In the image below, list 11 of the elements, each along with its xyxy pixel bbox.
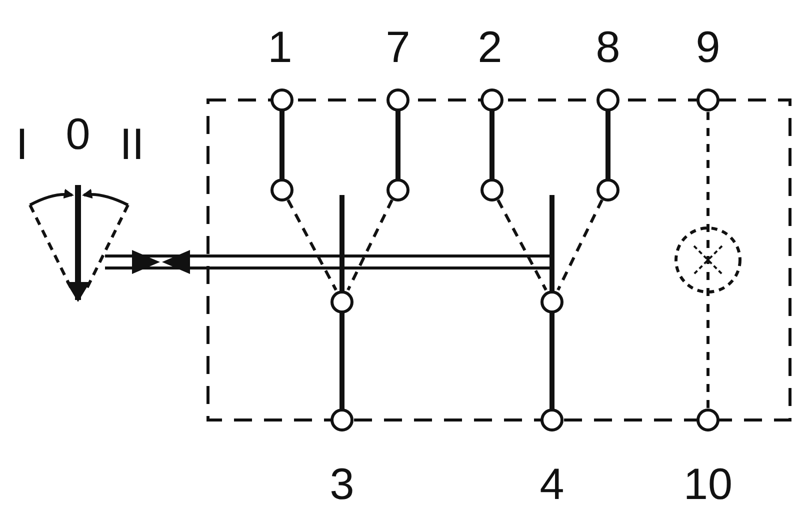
terminal-number: 9 <box>696 26 720 70</box>
switch-position-label: 0 <box>66 113 90 157</box>
terminal-number: 7 <box>386 26 410 70</box>
terminal-number: 8 <box>596 26 620 70</box>
switch-position-label: II <box>120 123 144 167</box>
terminal-number: 10 <box>684 463 732 507</box>
terminal-number: 2 <box>478 26 502 70</box>
switch-position-label: I <box>16 123 28 167</box>
terminal-number: 4 <box>540 463 564 507</box>
terminal-number: 1 <box>268 26 292 70</box>
terminal-number: 3 <box>330 463 354 507</box>
